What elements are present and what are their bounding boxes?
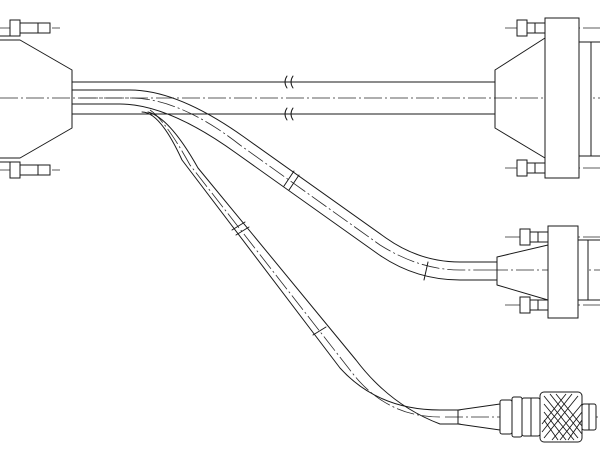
- screw-right-bottom-head: [516, 159, 528, 177]
- connector-left-main: [0, 19, 73, 179]
- round-connector-collar-2: [511, 396, 523, 438]
- screw-left-top-shaft: [19, 22, 51, 34]
- break-mark-main: [284, 75, 294, 121]
- centerline-branch-lower: [149, 109, 441, 418]
- connector-right-middle-plug: [577, 239, 589, 301]
- connector-right-main: [494, 17, 600, 179]
- break-mark-lower-2: [235, 226, 250, 236]
- cable-branch-lower: [141, 111, 461, 425]
- screw-middle-bottom-head: [519, 296, 531, 314]
- connector-right-main-flange: [544, 17, 580, 179]
- cable-branch-upper: [71, 89, 498, 281]
- connector-bottom-round: [457, 391, 597, 443]
- connector-right-middle: [496, 225, 600, 319]
- break-mark-upper-2: [288, 174, 300, 191]
- centerline-branch-upper: [80, 97, 490, 271]
- screw-right-top-head: [516, 19, 528, 37]
- cable-main: [71, 75, 496, 121]
- screw-left-bottom-shaft: [19, 164, 51, 176]
- connector-right-middle-shell: [496, 244, 549, 301]
- connector-right-main-plug: [578, 41, 592, 157]
- knurl-pattern: [541, 393, 583, 441]
- centerlines: [0, 27, 600, 418]
- break-mark-lower-3: [312, 326, 327, 336]
- round-connector-collar-1: [499, 399, 513, 435]
- screw-left-bottom-head: [9, 161, 21, 179]
- break-mark-upper-1: [283, 170, 295, 187]
- screw-middle-top-head: [519, 228, 531, 246]
- screw-left-top-head: [9, 19, 21, 37]
- connector-right-middle-flange: [547, 225, 579, 319]
- break-mark-upper-3: [423, 261, 429, 281]
- connector-left-shell: [0, 39, 73, 159]
- break-mark-lower-1: [231, 221, 246, 231]
